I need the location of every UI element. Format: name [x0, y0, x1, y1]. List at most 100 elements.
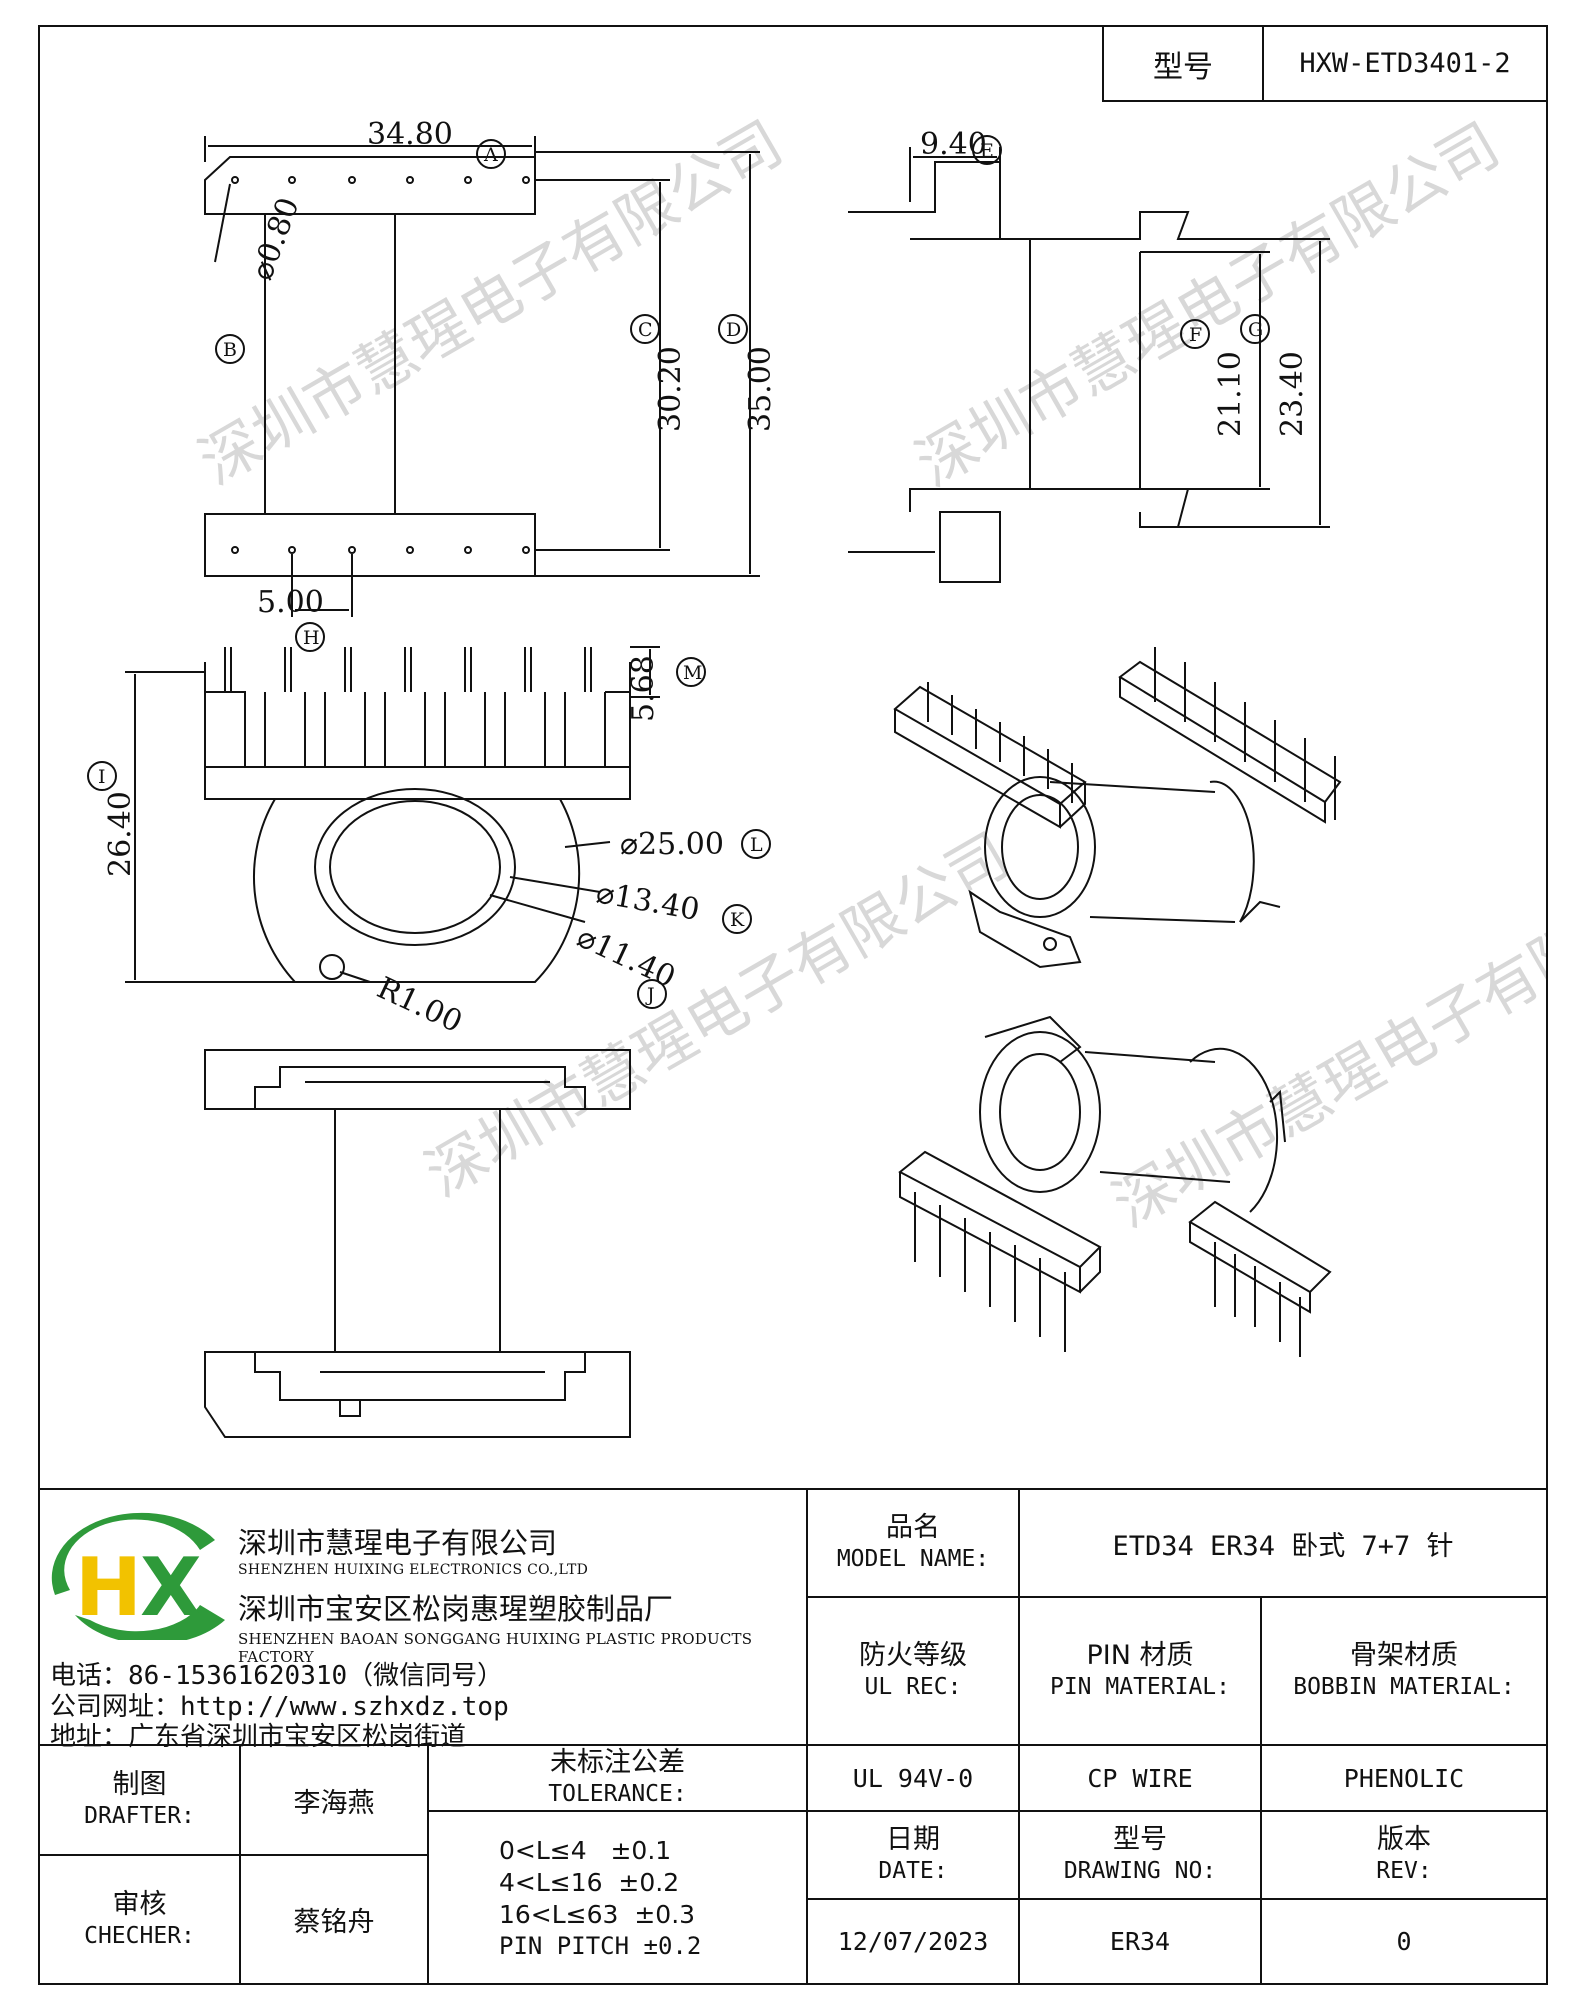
website-link[interactable]: http://www.szhxdz.top [180, 1692, 509, 1722]
tag-c: C [638, 319, 653, 341]
checker-label-cn: 审核 [112, 1888, 167, 1920]
top-view [204, 136, 760, 617]
iso-view-bottom-pins [914, 1192, 1301, 1357]
date-label: 日期 DATE: [806, 1810, 1020, 1900]
dim-j: ⌀11.40 [572, 920, 681, 996]
bobbin-material-value: PHENOLIC [1343, 1763, 1465, 1793]
website-line: 公司网址：http://www.szhxdz.top [50, 1686, 509, 1723]
date-label-cn: 日期 [886, 1824, 940, 1855]
svg-text:X: X [140, 1541, 202, 1634]
pin-material-value-cell: CP WIRE [1018, 1744, 1262, 1812]
tag-k: K [730, 909, 745, 931]
address-line: 地址：广东省深圳市宝安区松岗街道 [50, 1716, 466, 1753]
top-view-pin-holes [231, 176, 530, 554]
dim-e: 9.40 [920, 127, 987, 162]
model-name-label: 品名 MODEL NAME: [806, 1488, 1020, 1598]
model-label: 型号 [1104, 27, 1264, 100]
dim-l: ⌀25.00 [620, 827, 724, 862]
tolerance-line: 16<L≤63 ±0.3 [499, 1899, 696, 1929]
model-name-label-cn: 品名 [886, 1512, 940, 1543]
dim-f: 21.10 [1213, 351, 1248, 437]
pin-material-value: CP WIRE [1087, 1763, 1193, 1793]
address-label: 地址： [50, 1722, 129, 1752]
bobbin-material-label-cn: 骨架材质 [1350, 1640, 1458, 1671]
ul-rec-value: UL 94V-0 [852, 1763, 974, 1793]
bobbin-material-label-en: BOBBIN MATERIAL: [1293, 1674, 1515, 1700]
rev-label: 版本 REV: [1260, 1810, 1548, 1900]
watermark-3: 深圳市慧瑆电子有限公司 [414, 820, 1021, 1211]
drafter-label-en: DRAFTER: [84, 1803, 195, 1829]
drafter-value-cell: 李海燕 [239, 1744, 429, 1856]
bobbin-material-value-cell: PHENOLIC [1260, 1744, 1548, 1812]
svg-text:H: H [75, 1541, 142, 1634]
tolerance-line: 0<L≤4 ±0.1 [499, 1835, 672, 1865]
dim-c: 30.20 [653, 346, 688, 432]
tag-e: E [980, 140, 994, 162]
tolerance-lines: 0<L≤4 ±0.1 4<L≤16 ±0.2 16<L≤63 ±0.3 PIN … [499, 1835, 701, 1961]
title-block: H X 深圳市慧瑆电子有限公司 SHENZHEN HUIXING ELECTRO… [38, 1488, 1548, 1985]
tag-f: F [1189, 324, 1202, 346]
dim-g: 23.40 [1275, 351, 1310, 437]
pin-material-label-cn: PIN 材质 [1086, 1640, 1194, 1671]
drawing-no-label-cn: 型号 [1113, 1824, 1167, 1855]
dim-b: ⌀0.80 [245, 193, 307, 285]
factory-name-cn: 深圳市宝安区松岗惠瑆塑胶制品厂 [238, 1592, 674, 1626]
checker-value: 蔡铭舟 [293, 1907, 375, 1938]
side-view [848, 147, 1330, 583]
tag-j: J [645, 984, 655, 1006]
drafter-label-cn: 制图 [112, 1769, 167, 1800]
tag-b: B [223, 339, 237, 361]
checker-value-cell: 蔡铭舟 [239, 1854, 429, 1985]
checker-label: 审核 CHECHER: [38, 1854, 241, 1985]
bobbin-material-label: 骨架材质 BOBBIN MATERIAL: [1260, 1596, 1548, 1746]
phone-value: 86-15361620310（微信同号） [128, 1661, 504, 1691]
tag-h: H [303, 627, 320, 649]
tolerance-label-en: TOLERANCE: [548, 1781, 687, 1807]
bottom-view [204, 1049, 631, 1438]
ul-rec-label-en: UL REC: [864, 1674, 962, 1700]
dim-m: 5.68 [626, 655, 661, 722]
rev-value: 0 [1396, 1927, 1412, 1956]
checker-label-en: CHECHER: [84, 1922, 195, 1949]
company-name-en: SHENZHEN HUIXING ELECTRONICS CO.,LTD [238, 1562, 589, 1578]
watermark-4: 深圳市慧瑆电子有限公司 [1102, 851, 1546, 1242]
dim-k: ⌀13.40 [594, 875, 702, 928]
iso-view-top [893, 647, 1342, 969]
tolerance-line: PIN PITCH ±0.2 [499, 1931, 702, 1960]
rev-label-cn: 版本 [1377, 1824, 1431, 1855]
ul-rec-label-cn: 防火等级 [859, 1640, 967, 1671]
company-logo: H X [51, 1512, 225, 1640]
tag-i: I [98, 766, 106, 788]
iso-view-top-pins [927, 647, 1336, 820]
front-view-pins [224, 647, 592, 692]
phone-label: 电话： [50, 1661, 129, 1691]
drawing-no-value-cell: ER34 [1018, 1898, 1262, 1985]
dim-a: 34.80 [367, 117, 453, 152]
drawing-no-label-en: DRAWING NO: [1063, 1858, 1217, 1884]
phone-line: 电话：86-15361620310（微信同号） [50, 1655, 503, 1692]
drafter-label: 制图 DRAFTER: [38, 1744, 241, 1856]
model-name-value: ETD34 ER34 卧式 7+7 针 [1112, 1530, 1454, 1562]
dim-r: R1.00 [372, 971, 468, 1040]
ul-rec-value-cell: UL 94V-0 [806, 1744, 1020, 1812]
dim-h: 5.00 [257, 585, 324, 620]
watermark-1: 深圳市慧瑆电子有限公司 [188, 108, 795, 499]
date-value: 12/07/2023 [837, 1927, 989, 1956]
tag-a: A [483, 144, 498, 166]
tolerance-label-cn: 未标注公差 [550, 1747, 685, 1778]
model-number-box: 型号 HXW-ETD3401-2 [1102, 25, 1548, 102]
rev-label-en: REV: [1376, 1858, 1432, 1884]
tolerance-values: 0<L≤4 ±0.1 4<L≤16 ±0.2 16<L≤63 ±0.3 PIN … [427, 1810, 808, 1985]
drawing-canvas: 深圳市慧瑆电子有限公司 深圳市慧瑆电子有限公司 深圳市慧瑆电子有限公司 深圳市慧… [87, 108, 1546, 1438]
technical-drawing: 深圳市慧瑆电子有限公司 深圳市慧瑆电子有限公司 深圳市慧瑆电子有限公司 深圳市慧… [40, 102, 1546, 1489]
tolerance-line: 4<L≤16 ±0.2 [499, 1867, 680, 1897]
tag-m: M [683, 662, 702, 684]
callout-circles [87, 135, 1270, 1009]
iso-view-bottom [898, 1015, 1332, 1357]
date-label-en: DATE: [878, 1858, 948, 1884]
dim-i: 26.40 [103, 791, 138, 877]
company-info: H X 深圳市慧瑆电子有限公司 SHENZHEN HUIXING ELECTRO… [38, 1488, 808, 1752]
factory-name-en: SHENZHEN BAOAN SONGGANG HUIXING PLASTIC … [238, 1630, 753, 1666]
dim-d: 35.00 [743, 346, 778, 432]
company-name-cn: 深圳市慧瑆电子有限公司 [238, 1526, 558, 1560]
